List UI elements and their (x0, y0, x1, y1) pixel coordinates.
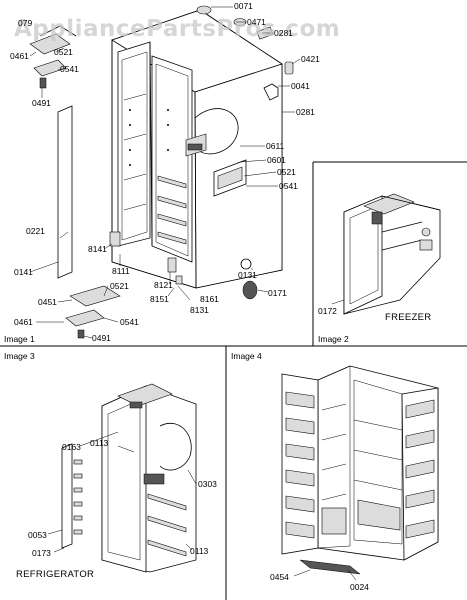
left-door-bins (285, 391, 315, 539)
part-0141: 0141 (14, 267, 33, 277)
image3-label: Image 3 (4, 351, 35, 361)
part-0541-bot: 0541 (120, 317, 139, 327)
image1-cabinet-drawing (29, 5, 301, 339)
part-8131: 8131 (190, 305, 209, 315)
part-0601: 0601 (267, 155, 286, 165)
part-8121: 8121 (154, 280, 173, 290)
fresh-food-shelves (353, 379, 403, 545)
part-0471: 0471 (247, 17, 266, 27)
image4-assembled-drawing (281, 365, 439, 581)
part-0611: 0611 (266, 141, 285, 151)
part-079: 079 (18, 18, 32, 28)
image3-leader-lines (47, 431, 197, 553)
part-0421: 0421 (301, 54, 320, 64)
part-0541-top: 0541 (60, 64, 79, 74)
part-8161: 8161 (200, 294, 219, 304)
part-8141: 8141 (88, 244, 107, 254)
watermark-text: AppliancePartsPros.com (14, 16, 340, 42)
part-0491-bot: 0491 (92, 333, 111, 343)
part-0163: 0163 (62, 442, 81, 452)
part-0113-bot: 0113 (190, 546, 209, 556)
part-0071: 0071 (234, 1, 253, 11)
image1-label: Image 1 (4, 334, 35, 344)
part-0451: 0451 (38, 297, 57, 307)
part-0041: 0041 (291, 81, 310, 91)
part-0521-bot: 0521 (110, 281, 129, 291)
part-0454: 0454 (270, 572, 289, 582)
image3-caption: REFRIGERATOR (16, 569, 94, 580)
part-0172: 0172 (318, 306, 337, 316)
right-door-bins (405, 399, 435, 539)
part-0461-bot: 0461 (14, 317, 33, 327)
part-0113-top: 0113 (90, 438, 109, 448)
part-0541-mid: 0541 (279, 181, 298, 191)
part-number-labels: 0071 0471 0281 0421 0041 0281 079 0461 0… (10, 1, 369, 592)
image2-label: Image 2 (318, 334, 349, 344)
part-0281-top: 0281 (274, 28, 293, 38)
image2-freezer-drawing (331, 193, 441, 315)
part-0303: 0303 (198, 479, 217, 489)
part-0461-top: 0461 (10, 51, 29, 61)
image4-label: Image 4 (231, 351, 262, 361)
part-0173: 0173 (32, 548, 51, 558)
part-0491-top: 0491 (32, 98, 51, 108)
freezer-shelves (321, 403, 347, 535)
part-0024: 0024 (350, 582, 369, 592)
part-0521-top: 0521 (54, 47, 73, 57)
part-0221: 0221 (26, 226, 45, 236)
image2-caption: FREEZER (385, 312, 431, 323)
part-0053: 0053 (28, 530, 47, 540)
image3-refrigerator-drawing (47, 383, 197, 573)
part-0281: 0281 (296, 107, 315, 117)
part-8111: 8111 (112, 266, 130, 276)
image1-leader-lines (29, 6, 301, 339)
part-0131: 0131 (238, 270, 257, 280)
panel-frames (0, 161, 467, 600)
part-0171: 0171 (268, 288, 287, 298)
part-8151: 8151 (150, 294, 169, 304)
liner-holes (129, 109, 169, 166)
part-0521-mid: 0521 (277, 167, 296, 177)
